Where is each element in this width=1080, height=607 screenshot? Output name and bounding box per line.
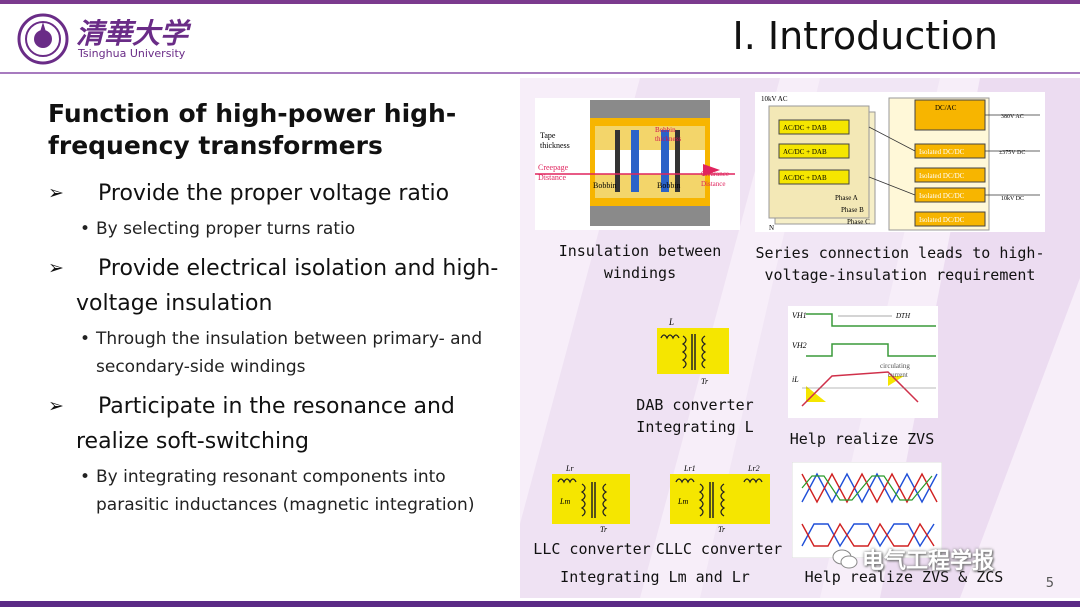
sub-bullet-item: • By selecting proper turns ratio bbox=[48, 215, 518, 243]
caption-line: Series connection leads to high- bbox=[755, 244, 1045, 262]
lr2-label: Lr2 bbox=[747, 464, 760, 473]
logo-en-text: Tsinghua University bbox=[78, 47, 186, 60]
lr1-label: Lr1 bbox=[683, 464, 696, 473]
neutral-label: N bbox=[769, 224, 774, 232]
slide-title: I. Introduction bbox=[732, 14, 998, 58]
zvs-waveform-figure: VH1 VH2 iL DTH circulating current bbox=[788, 306, 938, 418]
lr-label: Lr bbox=[565, 464, 574, 473]
bobbin-label-right: Bobbin bbox=[657, 181, 681, 190]
wechat-icon bbox=[832, 549, 858, 569]
content-column: Function of high-power high-frequency tr… bbox=[48, 98, 518, 527]
dc10k-label: 10kV DC bbox=[1001, 196, 1024, 202]
acdc-dab-label: AC/DC + DAB bbox=[783, 124, 827, 132]
bullet-item: ➢ Provide electrical isolation and high-… bbox=[48, 251, 518, 321]
top-accent-bar bbox=[0, 0, 1080, 4]
acdc-dab-label: AC/DC + DAB bbox=[783, 174, 827, 182]
tsinghua-seal-icon bbox=[17, 13, 69, 65]
series-caption: Series connection leads to high- voltage… bbox=[750, 242, 1050, 286]
dt-label: DTH bbox=[895, 312, 911, 320]
isolated-dcdc-label: Isolated DC/DC bbox=[919, 192, 965, 200]
sub-bullet-text: Through the insulation between primary- … bbox=[96, 329, 483, 377]
insulation-caption: Insulation between windings bbox=[550, 240, 730, 284]
ac-output-label: 380V AC bbox=[1001, 114, 1024, 120]
creepage-label-2: Distance bbox=[538, 173, 566, 182]
vh2-label: VH2 bbox=[792, 341, 807, 350]
university-logo: 清華大学 Tsinghua University bbox=[16, 12, 206, 66]
tape-label: Tape bbox=[540, 131, 556, 140]
sub-bullet-text: By integrating resonant components into … bbox=[96, 467, 475, 515]
arrow-bullet-icon: ➢ bbox=[48, 257, 64, 279]
isolated-dcdc-label: Isolated DC/DC bbox=[919, 148, 965, 156]
tape-label-2: thickness bbox=[540, 141, 570, 150]
clearance-label: Clearance bbox=[701, 170, 729, 178]
zcs-caption: Help realize ZVS & ZCS bbox=[804, 568, 1004, 586]
il-label: iL bbox=[792, 375, 799, 384]
llc-caption: LLC converter bbox=[533, 540, 651, 558]
bullet-text: Provide the proper voltage ratio bbox=[98, 181, 450, 206]
sub-bullet-item: • Through the insulation between primary… bbox=[48, 325, 518, 381]
insulation-figure: Tape thickness Bobbin thickness Creepage… bbox=[535, 98, 740, 230]
lm-label: Lm bbox=[559, 497, 570, 506]
lm-label: Lm bbox=[677, 497, 688, 506]
dot-bullet-icon: • bbox=[80, 329, 91, 349]
vh1-label: VH1 bbox=[792, 311, 807, 320]
page-number: 5 bbox=[1045, 576, 1054, 591]
watermark-text: 电气工程学报 bbox=[862, 549, 995, 574]
series-connection-figure: 10kV AC AC/DC + DAB AC/DC + DAB AC/DC + … bbox=[755, 92, 1045, 232]
dot-bullet-icon: • bbox=[80, 219, 91, 239]
caption-line: Insulation between bbox=[558, 242, 722, 260]
cllc-caption: CLLC converter bbox=[655, 540, 783, 558]
dab-transformer-figure: L Tr bbox=[657, 317, 729, 386]
phase-a-label: Phase A bbox=[835, 194, 858, 202]
bottom-accent-bar bbox=[0, 601, 1080, 607]
llc-transformer-figure: Lr Lm Tr bbox=[552, 464, 630, 532]
bobbin-thickness-label: Bobbin bbox=[655, 126, 676, 134]
bobbin-label-left: Bobbin bbox=[593, 181, 617, 190]
ac-input-label: 10kV AC bbox=[761, 95, 788, 103]
arrow-bullet-icon: ➢ bbox=[48, 395, 64, 417]
cllc-transformer-figure: Lr1 Lr2 Lm Tr bbox=[670, 464, 770, 532]
integrating-caption: Integrating Lm and Lr bbox=[560, 568, 750, 586]
dc375-label: ±375V DC bbox=[999, 150, 1025, 156]
inductor-l-label: L bbox=[668, 317, 674, 327]
bullet-text: Participate in the resonance and realize… bbox=[76, 394, 455, 454]
isolated-dcdc-label: Isolated DC/DC bbox=[919, 216, 965, 224]
sub-bullet-item: • By integrating resonant components int… bbox=[48, 463, 518, 519]
content-heading: Function of high-power high-frequency tr… bbox=[48, 99, 457, 160]
header-divider bbox=[0, 72, 1080, 74]
isolated-dcdc-label: Isolated DC/DC bbox=[919, 172, 965, 180]
arrow-bullet-icon: ➢ bbox=[48, 182, 64, 204]
zvs-caption: Help realize ZVS bbox=[789, 430, 935, 448]
caption-line: DAB converter bbox=[636, 396, 754, 414]
circulating-label: circulating bbox=[880, 362, 910, 370]
acdc-dab-label: AC/DC + DAB bbox=[783, 148, 827, 156]
bullet-text: Provide electrical isolation and high-vo… bbox=[76, 256, 499, 316]
phase-b-label: Phase B bbox=[841, 206, 864, 214]
phase-c-label: Phase C bbox=[847, 218, 870, 226]
tr-label: Tr bbox=[600, 525, 608, 532]
watermark: 电气工程学报 bbox=[832, 543, 994, 575]
logo-cn-text: 清華大学 bbox=[76, 17, 189, 50]
current-label: current bbox=[888, 371, 908, 379]
caption-line: voltage-insulation requirement bbox=[764, 266, 1036, 284]
caption-line: windings bbox=[603, 264, 677, 282]
transformer-tr-label: Tr bbox=[701, 377, 709, 386]
dcac-label: DC/AC bbox=[935, 104, 957, 112]
creepage-label: Creepage bbox=[538, 163, 569, 172]
dot-bullet-icon: • bbox=[80, 467, 91, 487]
tr-label: Tr bbox=[718, 525, 726, 532]
bullet-item: ➢ Participate in the resonance and reali… bbox=[48, 389, 518, 459]
zcs-waveform-figure bbox=[792, 462, 942, 558]
bullet-item: ➢ Provide the proper voltage ratio bbox=[48, 176, 518, 211]
bobbin-thickness-label-2: thickness bbox=[655, 135, 681, 143]
dab-caption: DAB converter Integrating L bbox=[630, 394, 760, 438]
sub-bullet-text: By selecting proper turns ratio bbox=[96, 219, 356, 239]
caption-line: Integrating L bbox=[636, 418, 754, 436]
clearance-label-2: Distance bbox=[701, 180, 726, 188]
